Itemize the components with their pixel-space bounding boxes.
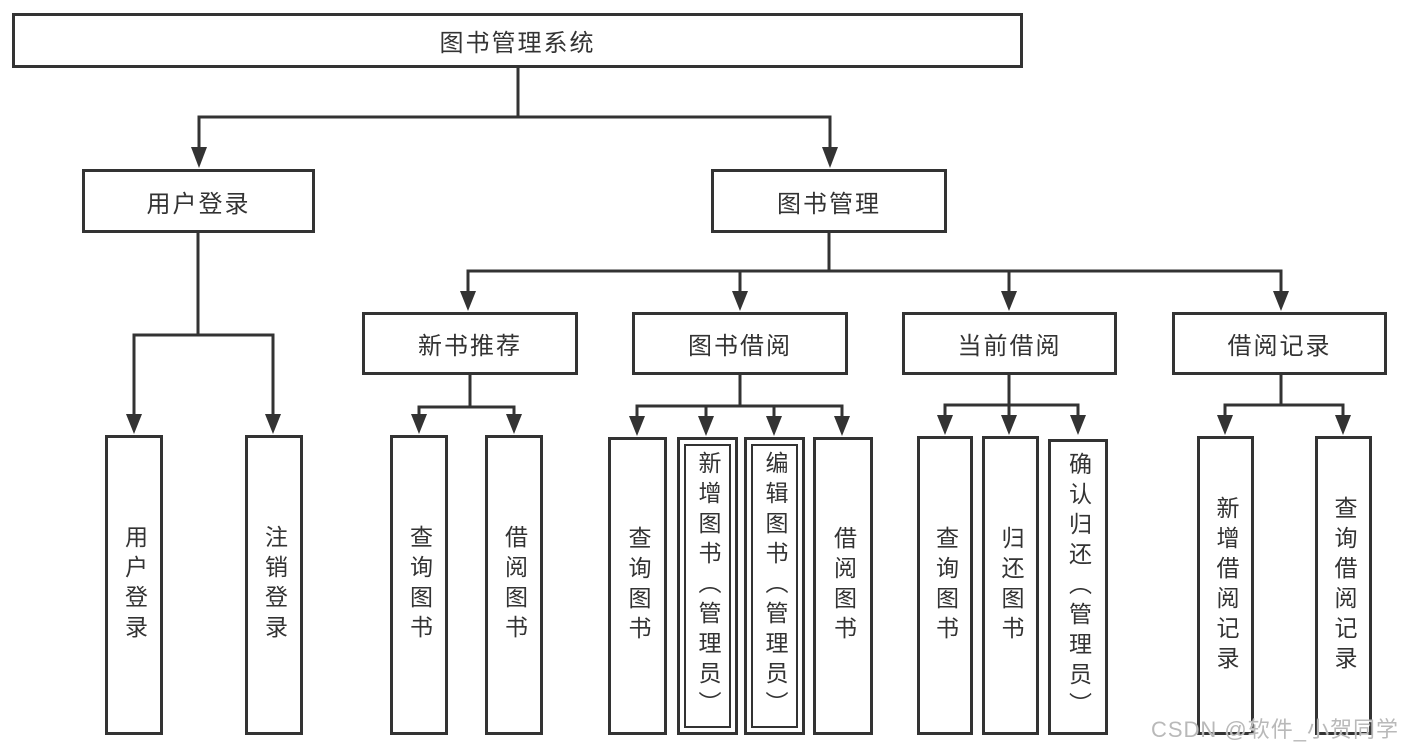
- node-current-borrowing: 当前借阅: [902, 312, 1117, 375]
- node-add-books-admin: 新增图书（管理员）: [677, 437, 738, 735]
- node-user-login: 用户登录: [82, 169, 315, 233]
- node-borrowing-records: 借阅记录: [1172, 312, 1387, 375]
- arrowheads: [126, 147, 1351, 436]
- node-query-books-borrow: 查询图书: [608, 437, 667, 735]
- node-library-management-system: 图书管理系统: [12, 13, 1023, 68]
- node-user-login-leaf: 用户登录: [105, 435, 163, 735]
- node-book-borrowing: 图书借阅: [632, 312, 848, 375]
- node-add-borrow-record: 新增借阅记录: [1197, 436, 1254, 735]
- csdn-watermark: CSDN @软件_小贺同学: [1150, 717, 1399, 742]
- node-book-management: 图书管理: [711, 169, 947, 233]
- node-logout: 注销登录: [245, 435, 303, 735]
- node-query-books-current: 查询图书: [917, 436, 973, 735]
- node-edit-books-admin: 编辑图书（管理员）: [744, 437, 805, 735]
- node-borrow-books-leaf: 借阅图书: [813, 437, 873, 735]
- node-confirm-return-admin: 确认归还（管理员）: [1048, 439, 1108, 735]
- node-new-book-recommend: 新书推荐: [362, 312, 578, 375]
- node-borrow-books-recommend: 借阅图书: [485, 435, 543, 735]
- node-return-books: 归还图书: [982, 436, 1039, 735]
- node-query-books-recommend: 查询图书: [390, 435, 448, 735]
- node-query-borrow-record: 查询借阅记录: [1315, 436, 1372, 735]
